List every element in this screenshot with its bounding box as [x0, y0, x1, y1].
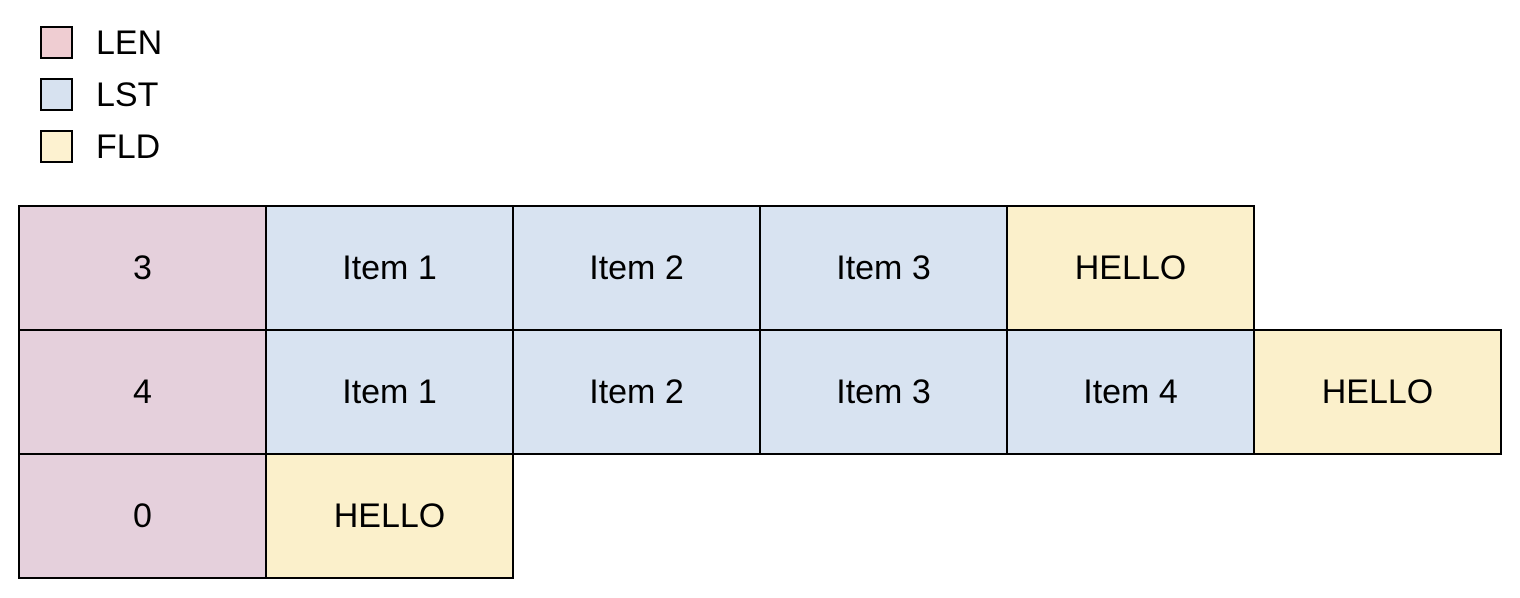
table-row: 0 HELLO	[18, 453, 1502, 579]
lst-cell: Item 4	[1006, 329, 1255, 455]
lst-cell: Item 3	[759, 329, 1008, 455]
lst-cell: Item 3	[759, 205, 1008, 331]
table-row: 3 Item 1 Item 2 Item 3 HELLO	[18, 205, 1502, 331]
legend-label-fld: FLD	[96, 127, 161, 166]
legend-label-lst: LST	[96, 75, 159, 114]
legend: LEN LST FLD	[40, 26, 162, 182]
len-cell: 4	[18, 329, 267, 455]
fld-cell: HELLO	[1253, 329, 1502, 455]
fld-cell: HELLO	[1006, 205, 1255, 331]
legend-item-lst: LST	[40, 75, 162, 114]
lst-cell: Item 1	[265, 329, 514, 455]
record-layout-diagram: 3 Item 1 Item 2 Item 3 HELLO 4 Item 1 It…	[18, 205, 1502, 579]
fld-color-swatch-icon	[40, 130, 73, 163]
legend-item-len: LEN	[40, 23, 163, 62]
legend-item-fld: FLD	[40, 127, 162, 166]
lst-cell: Item 2	[512, 329, 761, 455]
fld-cell: HELLO	[265, 453, 514, 579]
lst-color-swatch-icon	[40, 78, 73, 111]
len-cell: 3	[18, 205, 267, 331]
lst-cell: Item 2	[512, 205, 761, 331]
len-color-swatch-icon	[40, 26, 73, 59]
legend-label-len: LEN	[96, 23, 163, 62]
len-cell: 0	[18, 453, 267, 579]
lst-cell: Item 1	[265, 205, 514, 331]
table-row: 4 Item 1 Item 2 Item 3 Item 4 HELLO	[18, 329, 1502, 455]
